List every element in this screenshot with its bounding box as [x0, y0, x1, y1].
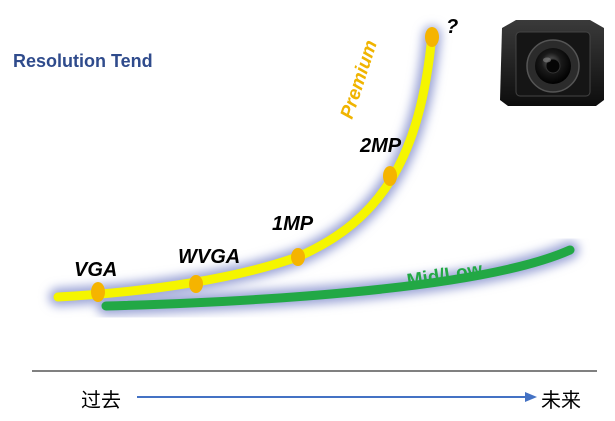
label-1mp: 1MP	[272, 213, 314, 235]
label-future: ?	[446, 16, 459, 38]
marker-vga	[91, 282, 105, 302]
camera-image	[500, 20, 604, 106]
label-2mp: 2MP	[360, 135, 402, 157]
label-vga: VGA	[74, 259, 118, 281]
marker-2mp	[383, 166, 397, 186]
axis-label-past: 过去	[81, 388, 121, 412]
label-wvga: WVGA	[178, 246, 241, 268]
premium-curve-glow	[49, 26, 441, 306]
marker-1mp	[291, 248, 305, 266]
midlow-curve	[101, 245, 575, 311]
axis-label-future: 未来	[541, 388, 581, 412]
time-arrow-head	[525, 392, 537, 402]
diagram-title: Resolution Tend	[13, 51, 153, 71]
marker-wvga	[189, 275, 203, 293]
premium-curve	[53, 30, 437, 302]
premium-label: Premium	[337, 38, 382, 122]
marker-future	[425, 27, 439, 47]
